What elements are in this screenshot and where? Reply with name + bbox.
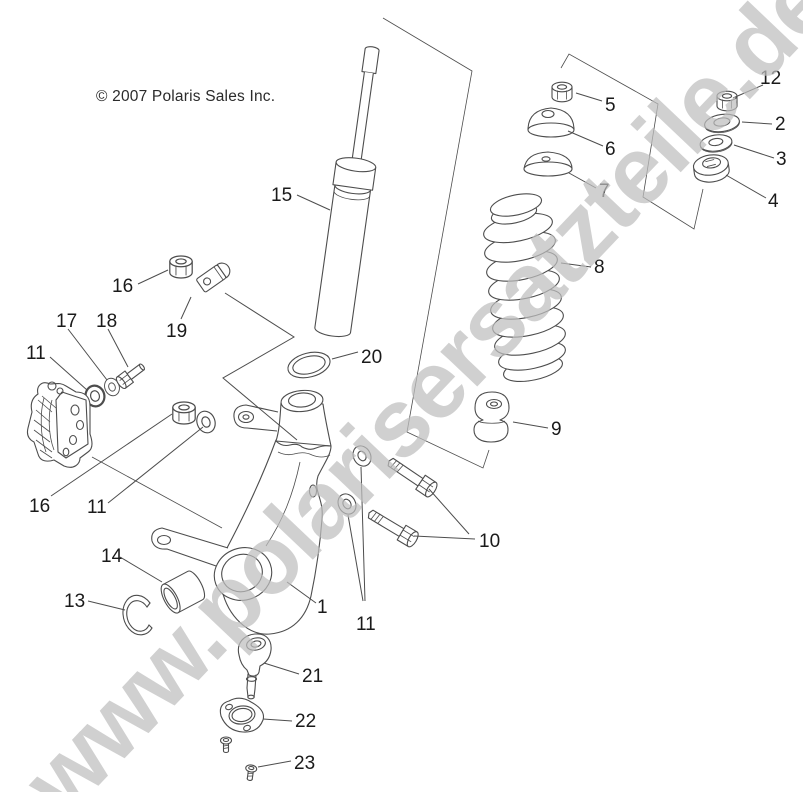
screw-upper — [219, 736, 233, 754]
callout-label-11: 11 — [356, 614, 376, 635]
leader-line-13 — [87, 600, 126, 611]
washer-11-upper-right — [349, 442, 375, 470]
washer-2 — [704, 113, 740, 134]
callout-label-8: 8 — [594, 257, 605, 278]
leader-line-10 — [413, 535, 476, 540]
callout-label-20: 20 — [361, 347, 382, 368]
leader-line-2 — [741, 121, 773, 125]
callout-label-19: 19 — [166, 321, 187, 342]
copyright-text: © 2007 Polaris Sales Inc. — [96, 88, 276, 105]
callout-label-14: 14 — [101, 546, 123, 567]
leader-line-8 — [560, 262, 592, 268]
callout-label-3: 3 — [776, 149, 787, 170]
bump-stop — [473, 391, 510, 443]
coil-spring — [483, 193, 566, 382]
spring-cap-7 — [523, 151, 573, 177]
group-box-mount — [560, 53, 704, 230]
leader-line-17 — [67, 328, 108, 381]
callout-label-16: 16 — [29, 496, 50, 517]
leader-line-4 — [725, 174, 767, 199]
callout-label-11: 11 — [26, 343, 46, 364]
leader-line-19 — [180, 296, 192, 320]
leader-line-21 — [263, 662, 300, 675]
bolt-10-lower — [364, 505, 421, 550]
callout-label-7: 7 — [599, 181, 610, 202]
bolt-18 — [115, 363, 145, 390]
brake-caliper-assembly — [26, 381, 93, 468]
callout-label-13: 13 — [64, 591, 85, 612]
leader-line-11 — [107, 426, 204, 504]
leader-line-16 — [137, 269, 169, 285]
leader-line-11 — [49, 356, 88, 391]
screw-23 — [243, 763, 258, 782]
callout-label-6: 6 — [605, 139, 616, 160]
callout-label-18: 18 — [96, 311, 117, 332]
callout-label-5: 5 — [605, 95, 616, 116]
gasket-ring-20 — [287, 351, 331, 379]
callout-label-1: 1 — [317, 597, 328, 618]
callout-label-11: 11 — [87, 497, 107, 518]
callout-label-22: 22 — [295, 711, 316, 732]
callout-label-21: 21 — [302, 666, 323, 687]
leader-line-23 — [257, 760, 292, 768]
retainer-plate-22 — [219, 697, 265, 733]
nut-16-upper — [169, 255, 193, 279]
callout-label-2: 2 — [775, 114, 786, 135]
leader-line-10 — [428, 488, 470, 535]
caliper-link-line — [91, 456, 223, 529]
leader-line-7 — [568, 172, 597, 189]
leader-line-12 — [732, 84, 764, 99]
leader-line-6 — [567, 130, 604, 147]
leader-line-14 — [119, 556, 163, 583]
nut-16-lower — [172, 401, 196, 425]
top-mount-nut-5 — [551, 81, 573, 103]
spring-cup-6 — [527, 107, 575, 138]
callout-label-12: 12 — [760, 68, 781, 89]
pointer-polyline-19 — [222, 292, 298, 441]
group-outline-boxes — [91, 17, 704, 529]
leader-line-3 — [733, 144, 775, 159]
leader-line-15 — [296, 194, 331, 211]
leader-line-20 — [331, 351, 359, 360]
leader-line-11 — [347, 514, 364, 602]
callout-label-16: 16 — [112, 276, 133, 297]
wheel-bearing-14 — [160, 570, 206, 614]
leader-line-22 — [262, 718, 293, 722]
callout-label-9: 9 — [551, 419, 562, 440]
leader-line-1 — [286, 581, 317, 604]
callout-label-23: 23 — [294, 753, 315, 774]
callout-label-17: 17 — [56, 311, 77, 332]
callout-label-4: 4 — [768, 191, 779, 212]
leader-line-9 — [512, 421, 549, 429]
spacer-bushing-4 — [692, 154, 730, 183]
callout-label-10: 10 — [479, 531, 500, 552]
clamp-19 — [196, 262, 231, 293]
leader-line-5 — [575, 92, 603, 102]
group-box-strut — [382, 17, 490, 469]
callout-label-15: 15 — [271, 185, 292, 206]
ball-joint-21 — [237, 633, 272, 700]
bolt-10-upper — [383, 453, 440, 500]
shock-absorber-strut — [314, 46, 380, 338]
leader-line-16 — [50, 413, 173, 497]
nut-12 — [716, 90, 738, 112]
washer-11-lower-right — [334, 490, 360, 518]
washer-11-left — [84, 384, 106, 408]
leader-line-11 — [360, 466, 366, 602]
leader-line-18 — [107, 328, 129, 368]
steering-knuckle — [151, 389, 332, 635]
snap-ring-13 — [122, 594, 153, 636]
washer-3 — [699, 134, 733, 153]
